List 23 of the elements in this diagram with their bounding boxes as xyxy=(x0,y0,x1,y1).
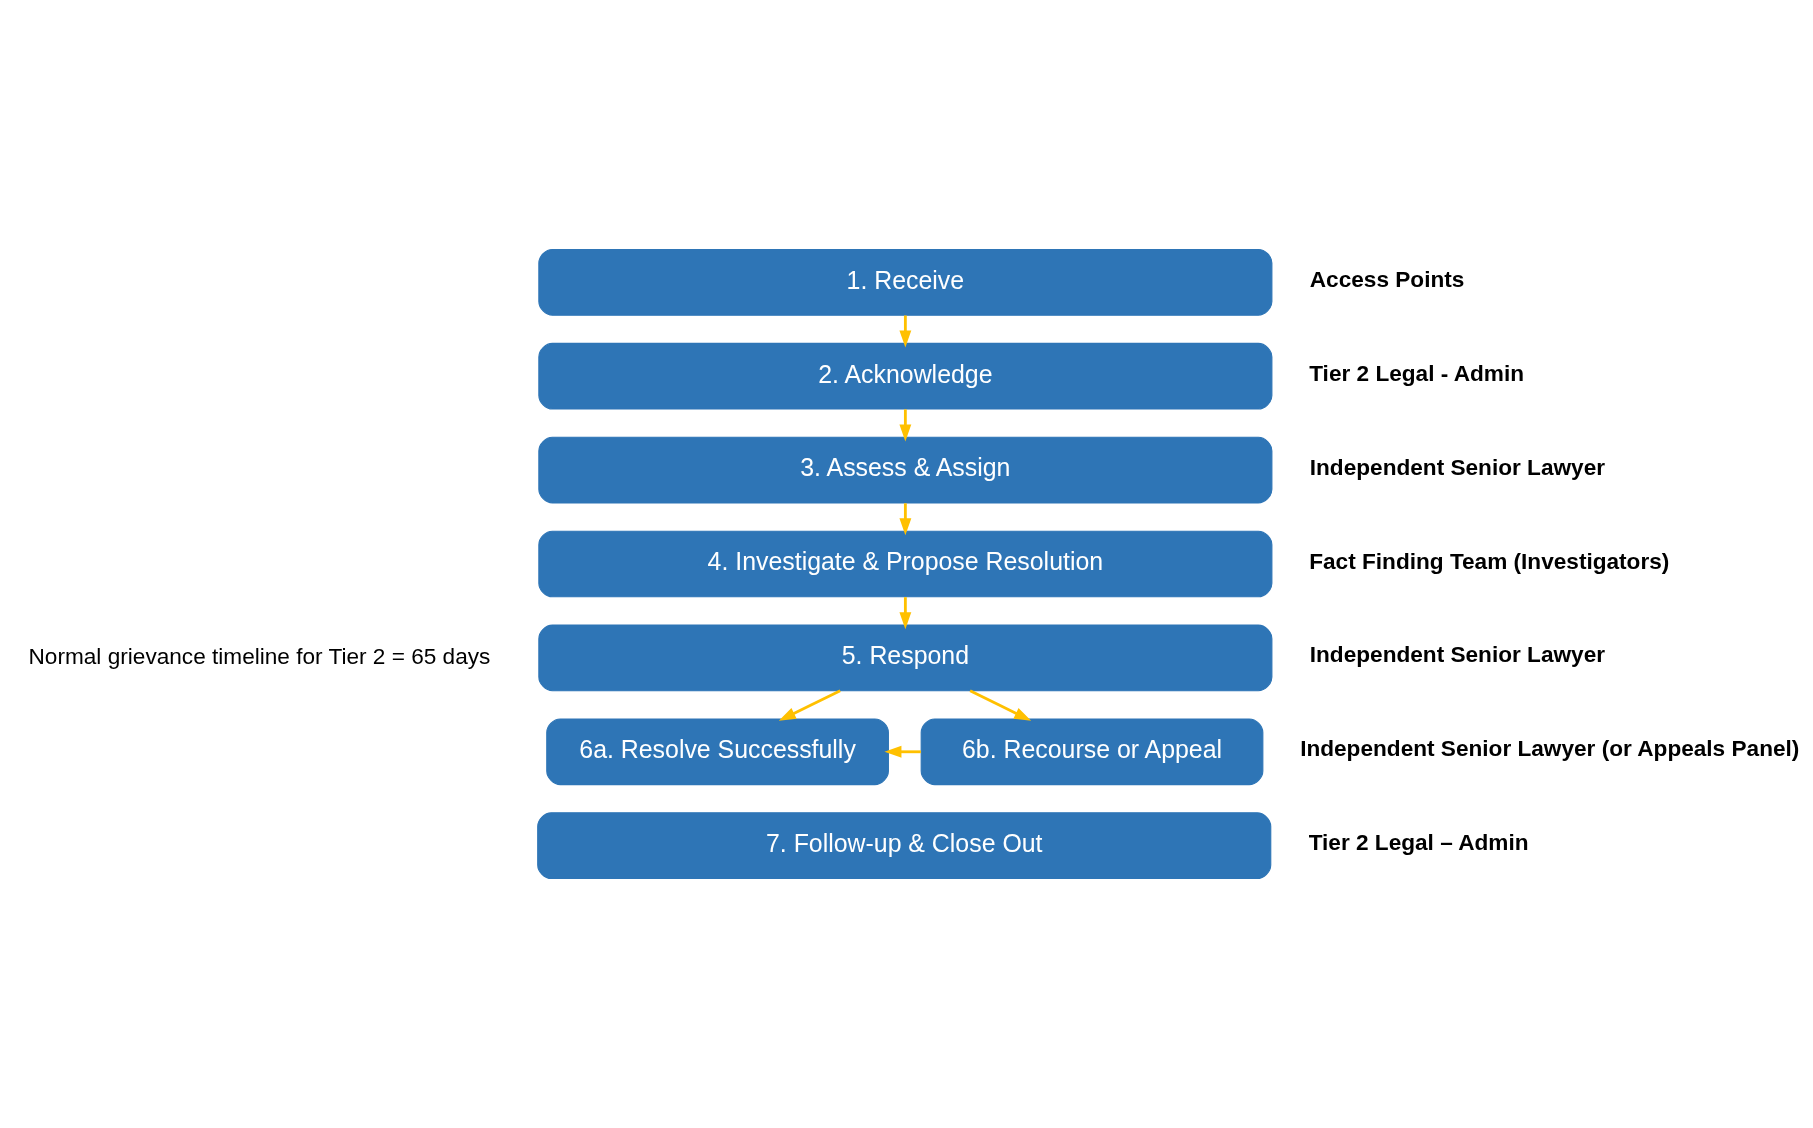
node-box: 4. Investigate & Propose Resolution xyxy=(538,530,1273,598)
node-box: 6b. Recourse or Appeal xyxy=(920,718,1264,786)
node-box: 6a. Resolve Successfully xyxy=(546,718,889,786)
arrow xyxy=(884,745,921,758)
node-label: Tier 2 Legal – Admin xyxy=(1308,830,1529,856)
node-label: Access Points xyxy=(1309,266,1465,292)
node-box: 1. Receive xyxy=(538,248,1273,316)
arrow xyxy=(899,597,912,630)
node-box: 5. Respond xyxy=(538,624,1273,692)
node-box: 2. Acknowledge xyxy=(538,342,1273,410)
node-label: Independent Senior Lawyer xyxy=(1309,454,1606,480)
label: Normal grievance timeline for Tier 2 = 65 days xyxy=(28,643,491,669)
node-box: 3. Assess & Assign xyxy=(538,436,1273,504)
arrow xyxy=(778,689,841,721)
arrow xyxy=(969,689,1032,721)
arrow xyxy=(899,503,912,536)
node-label: Independent Senior Lawyer (or Appeals Panel) xyxy=(1300,736,1800,762)
arrow xyxy=(899,315,912,348)
node-label: Fact Finding Team (Investigators) xyxy=(1309,548,1670,574)
node-label: Tier 2 Legal - Admin xyxy=(1309,360,1525,386)
arrow xyxy=(899,409,912,442)
node-box: 7. Follow-up & Close Out xyxy=(537,812,1272,880)
node-label: Independent Senior Lawyer xyxy=(1309,642,1606,668)
